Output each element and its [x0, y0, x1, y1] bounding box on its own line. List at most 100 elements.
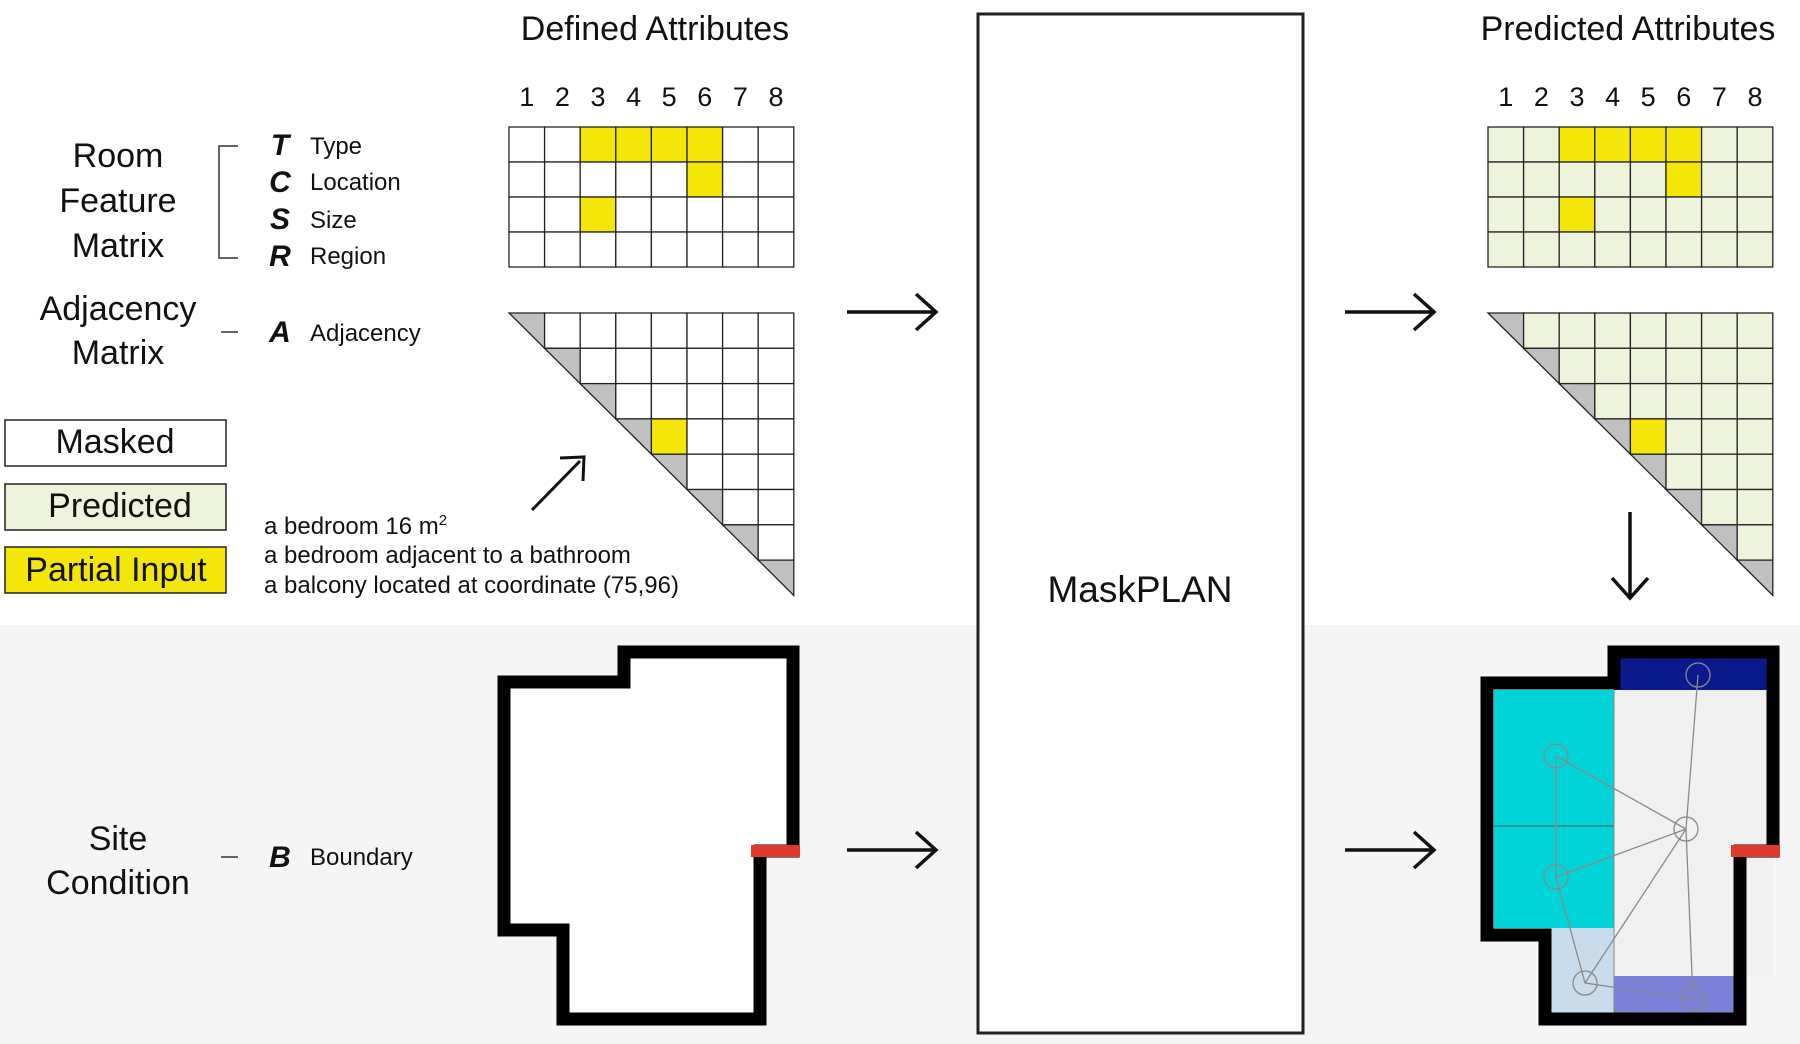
- graph-edge: [1685, 828, 1694, 1000]
- adjacency-cell: [757, 312, 795, 349]
- bathroom-area: [1614, 976, 1736, 1019]
- adjacency-cell: [650, 382, 688, 420]
- room-label-line1: Room: [73, 137, 164, 175]
- adjacency-cell: [1700, 382, 1738, 420]
- adjacency-cell: [1736, 382, 1774, 420]
- graph-edge: [1555, 828, 1687, 878]
- site-condition-label: Site Condition: [46, 820, 190, 902]
- matrix-cell: [543, 231, 581, 268]
- room-graph: [1543, 662, 1711, 1012]
- matrix-cell: [1522, 161, 1560, 198]
- adjacency-cell: [721, 347, 759, 385]
- adjacency-cell: [650, 418, 688, 455]
- example-constraints: a bedroom 16 m2 a bedroom adjacent to a …: [264, 512, 679, 599]
- matrix-cell: [1594, 161, 1632, 198]
- attr-letter-size: S: [270, 203, 290, 236]
- matrix-cell: [1558, 126, 1596, 163]
- predicted-attributes-heading: Predicted Attributes: [1481, 10, 1776, 48]
- matrix-cell: [579, 196, 617, 233]
- matrix-cell: [757, 231, 795, 268]
- arrow-input-to-model-top: [847, 292, 939, 332]
- column-number: 2: [555, 82, 570, 112]
- diagonal-cell: [507, 312, 546, 350]
- adjacency-cell: [579, 312, 617, 349]
- matrix-cell: [1736, 231, 1774, 268]
- adjacency-cell: [686, 453, 724, 491]
- matrix-cell: [1665, 161, 1703, 198]
- column-number: 1: [1498, 82, 1513, 112]
- adjacency-cell: [1736, 312, 1774, 349]
- column-number: 7: [1712, 82, 1727, 112]
- adjacency-cell: [1594, 347, 1632, 385]
- attr-name-boundary: Boundary: [310, 844, 413, 871]
- balcony-area: [1545, 928, 1614, 1019]
- adjacency-cell: [721, 488, 759, 526]
- diagonal-cell: [721, 524, 759, 562]
- adjacency-cell: [1736, 453, 1774, 491]
- room-label-line3: Matrix: [72, 227, 165, 265]
- adjacency-cell: [1700, 418, 1738, 455]
- graph-node: [1673, 816, 1699, 842]
- adjacency-cell: [1736, 488, 1774, 526]
- adjacency-cell: [721, 382, 759, 420]
- adjacency-cell: [1736, 524, 1774, 561]
- adjacency-cell: [686, 347, 724, 385]
- matrix-cell: [721, 161, 759, 198]
- adjacency-cell: [1665, 453, 1703, 491]
- site-label-line2: Condition: [46, 864, 190, 902]
- attr-name-size: Size: [310, 207, 357, 234]
- matrix-cell: [1594, 231, 1632, 268]
- model-name-label: MaskPLAN: [1047, 569, 1232, 610]
- adjacency-cell: [650, 347, 688, 385]
- column-number: 3: [1569, 82, 1584, 112]
- matrix-cell: [508, 196, 546, 233]
- attr-letter-location: C: [269, 166, 292, 199]
- bedroom-area-1: [1494, 690, 1614, 826]
- column-number: 2: [1534, 82, 1549, 112]
- boundary-wall-output: [1480, 645, 1780, 1026]
- matrix-cell: [686, 231, 724, 268]
- matrix-cell: [543, 196, 581, 233]
- adjacency-label-line1: Adjacency: [40, 290, 197, 328]
- matrix-cell: [508, 161, 546, 198]
- adjacency-cell: [1629, 312, 1667, 349]
- legend-box-partial-input: [4, 546, 227, 594]
- adjacency-cell: [1629, 418, 1667, 455]
- column-number: 7: [733, 82, 748, 112]
- matrix-cell: [543, 126, 581, 163]
- matrix-cell: [1487, 126, 1525, 163]
- column-number: 6: [1676, 82, 1691, 112]
- example-line-1: a bedroom 16 m2: [264, 512, 447, 540]
- diagonal-cell: [685, 488, 724, 527]
- attr-letter-region: R: [269, 240, 291, 273]
- adjacency-cell: [1665, 418, 1703, 455]
- example-line-3: a balcony located at coordinate (75,96): [264, 572, 679, 599]
- matrix-cell: [579, 231, 617, 268]
- attribute-list: T Type C Location S Size R Region A Adja…: [268, 129, 421, 874]
- entrance-door-output: [1731, 845, 1780, 857]
- diagonal-cell: [1664, 488, 1703, 527]
- adjacency-cell: [686, 312, 724, 349]
- legend-box-predicted: [4, 483, 227, 531]
- matrix-cell: [1594, 196, 1632, 233]
- adjacency-cell: [757, 418, 795, 455]
- site-label-line1: Site: [89, 820, 148, 858]
- defined-adjacency-matrix: [507, 312, 795, 597]
- graph-edge: [1555, 876, 1586, 984]
- diagonal-cell: [543, 347, 581, 386]
- matrix-cell: [508, 231, 546, 268]
- matrix-cell: [1700, 126, 1738, 163]
- arrow-model-to-output-bottom: [1345, 830, 1437, 870]
- diagonal-cell: [1628, 453, 1667, 492]
- predicted-adjacency-matrix: [1486, 312, 1774, 597]
- room-feature-matrix-label: Room Feature Matrix: [59, 137, 176, 265]
- adjacency-matrix-label: Adjacency Matrix: [40, 290, 197, 372]
- adjacency-cell: [1665, 347, 1703, 385]
- entrance-door: [751, 845, 800, 857]
- matrix-cell: [1629, 161, 1667, 198]
- matrix-cell: [1736, 126, 1774, 163]
- matrix-cell: [757, 196, 795, 233]
